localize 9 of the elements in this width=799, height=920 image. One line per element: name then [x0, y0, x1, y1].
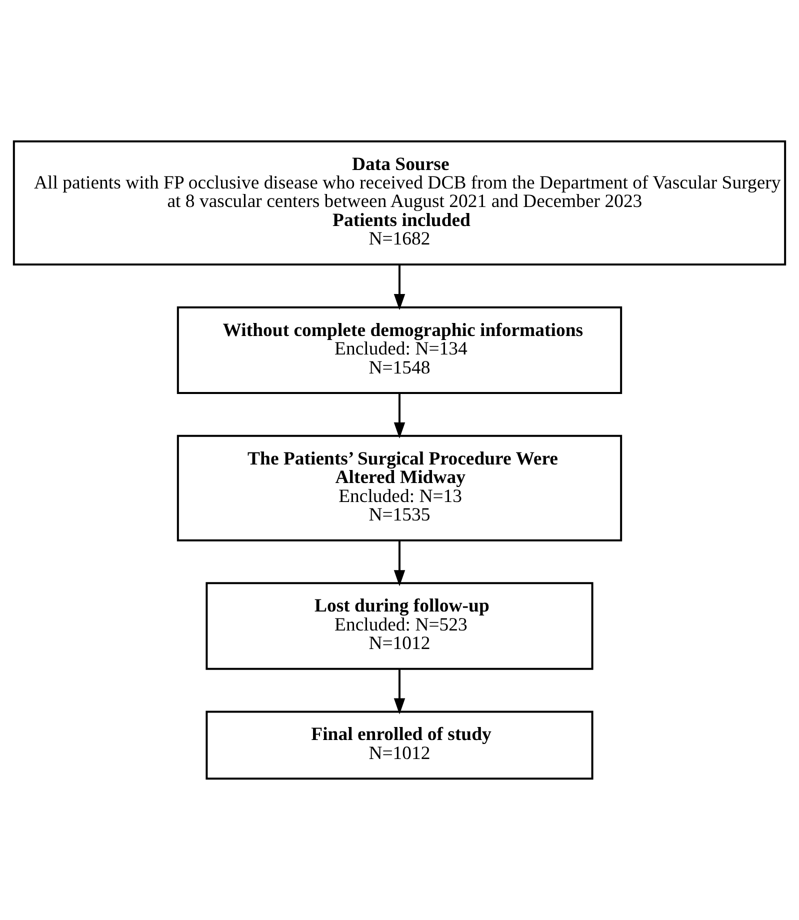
arrow — [394, 669, 406, 714]
arrow — [394, 264, 406, 310]
node-box: Final enrolled of study N=1012 — [206, 710, 594, 780]
node-box: The Patients’ Surgical Procedure Were Altered Midway Encluded: N=13 N=1535 — [176, 434, 622, 542]
node-box: Without complete demographic informations Encluded: N=134 N=1548 — [176, 306, 622, 394]
arrow — [394, 393, 406, 438]
arrow — [394, 540, 406, 586]
node-box: Data Sourse All patients with FP occlusive disease who received DCB from the Department of Vascular Surgery at 8 vascular centers between August 2021 and December 2023 Patients included N=1682 — [12, 140, 786, 266]
node-box: Lost during follow-up Encluded: N=523 N=1012 — [206, 582, 594, 670]
